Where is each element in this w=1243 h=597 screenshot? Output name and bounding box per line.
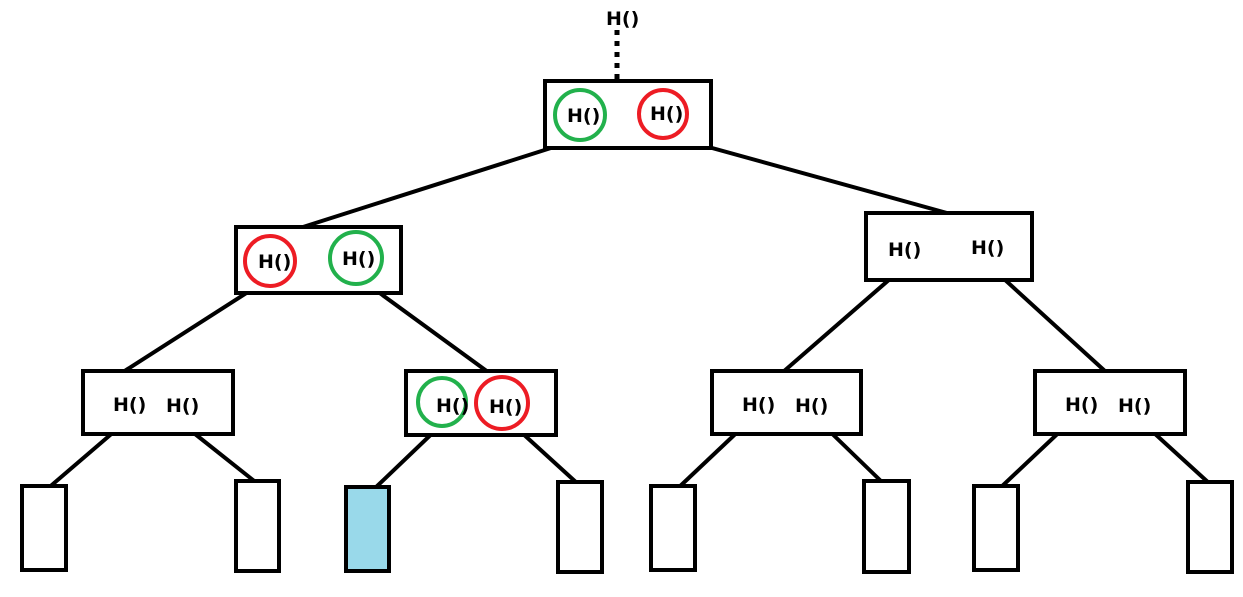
leaf-block	[20, 484, 68, 572]
left-hash-label: H()	[567, 105, 600, 127]
leaves	[20, 479, 1234, 574]
leaf-block	[556, 480, 604, 574]
red-highlight-circle	[243, 234, 297, 288]
leaf-block	[1186, 480, 1234, 574]
green-highlight-circle	[328, 230, 384, 286]
edge	[781, 270, 900, 374]
target-leaf-block	[344, 485, 391, 573]
red-highlight-circle	[637, 88, 689, 140]
node-box	[864, 211, 1034, 282]
left-hash-label: H()	[113, 394, 146, 416]
leaf-block	[234, 479, 281, 573]
edge	[121, 281, 264, 374]
left-hash-label: H()	[888, 239, 921, 261]
green-highlight-circle	[416, 376, 468, 428]
left-hash-label: H()	[742, 394, 775, 416]
right-hash-label: H()	[342, 248, 375, 270]
level2-node-4: H() H()	[1033, 369, 1187, 436]
left-hash-label: H()	[1065, 394, 1098, 416]
leaf-block	[649, 484, 697, 572]
level1-node-right: H() H()	[864, 211, 1034, 282]
right-hash-label: H()	[971, 237, 1004, 259]
left-hash-label: H()	[436, 395, 469, 417]
edge	[990, 266, 1108, 374]
edge	[301, 138, 578, 229]
right-hash-label: H()	[166, 395, 199, 417]
green-highlight-circle	[553, 88, 607, 142]
edges-level1	[121, 266, 1108, 374]
node-box	[81, 369, 235, 436]
root-hash-label: H()	[606, 8, 639, 30]
root-node: H() H()	[543, 79, 713, 150]
edge	[188, 428, 260, 486]
node-box	[1033, 369, 1187, 436]
level2-node-3: H() H()	[710, 369, 863, 436]
level2-node-2: H() H()	[404, 369, 558, 437]
node-box	[710, 369, 863, 436]
level1-node-left: H() H()	[234, 225, 403, 295]
right-hash-label: H()	[650, 103, 683, 125]
right-hash-label: H()	[489, 396, 522, 418]
right-hash-label: H()	[1118, 395, 1151, 417]
level2-node-1: H() H()	[81, 369, 235, 436]
right-hash-label: H()	[795, 395, 828, 417]
left-hash-label: H()	[258, 251, 291, 273]
leaf-block	[862, 479, 911, 574]
red-highlight-circle	[474, 375, 530, 431]
leaf-block	[972, 484, 1020, 572]
